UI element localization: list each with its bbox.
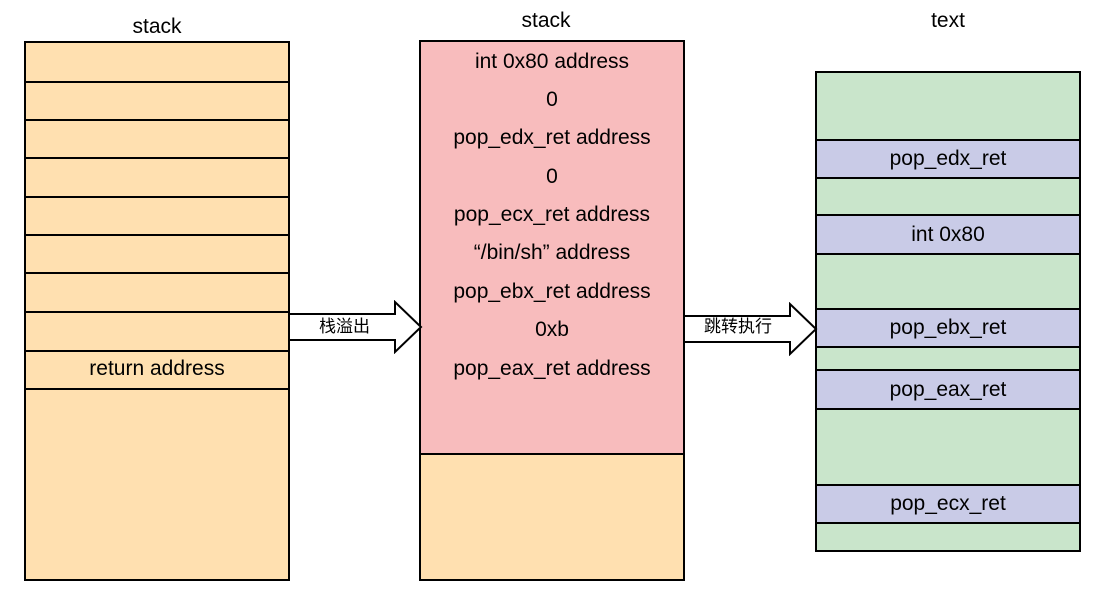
overflow-arrow-label: 栈溢出 <box>319 317 370 336</box>
stack-slot <box>26 311 288 352</box>
gadget-int-0x80: int 0x80 <box>817 214 1079 255</box>
text-segment-title: text <box>931 9 965 32</box>
overflow-arrow <box>288 300 423 354</box>
left-stack: return address <box>24 41 290 581</box>
jump-arrow <box>683 302 818 356</box>
payload-slot-0xb: 0xb <box>421 311 683 351</box>
stack-slot <box>26 234 288 274</box>
payload-slot-pop-edx: pop_edx_ret address <box>421 119 683 159</box>
gadget-pop-eax-ret: pop_eax_ret <box>817 369 1079 410</box>
payload-slot-pop-eax: pop_eax_ret address <box>421 349 683 390</box>
payload-slot-zero: 0 <box>421 157 683 198</box>
text-segment: pop_edx_ret int 0x80 pop_ebx_ret pop_eax… <box>815 71 1081 552</box>
payload-slot-binsh: “/bin/sh” address <box>421 234 683 274</box>
jump-arrow-label: 跳转执行 <box>704 317 772 336</box>
gadget-pop-ecx-ret: pop_ecx_ret <box>817 484 1079 524</box>
payload-slot-zero: 0 <box>421 81 683 121</box>
stack-slot <box>26 196 288 236</box>
payload-slot-pop-ebx: pop_ebx_ret address <box>421 272 683 313</box>
stack-slot <box>26 158 288 198</box>
stack-slot <box>26 81 288 121</box>
gadget-pop-edx-ret: pop_edx_ret <box>817 139 1079 179</box>
middle-stack: int 0x80 address 0 pop_edx_ret address 0… <box>419 40 685 581</box>
return-address-slot: return address <box>26 350 288 390</box>
payload-padding <box>421 388 683 455</box>
payload-slot-pop-ecx: pop_ecx_ret address <box>421 196 683 236</box>
stack-slot <box>26 43 288 83</box>
gadget-pop-ebx-ret: pop_ebx_ret <box>817 308 1079 348</box>
left-stack-title: stack <box>132 15 182 38</box>
middle-stack-title: stack <box>521 9 571 32</box>
stack-slot <box>26 119 288 159</box>
stack-slot <box>26 273 288 313</box>
payload-slot-int80: int 0x80 address <box>421 42 683 83</box>
